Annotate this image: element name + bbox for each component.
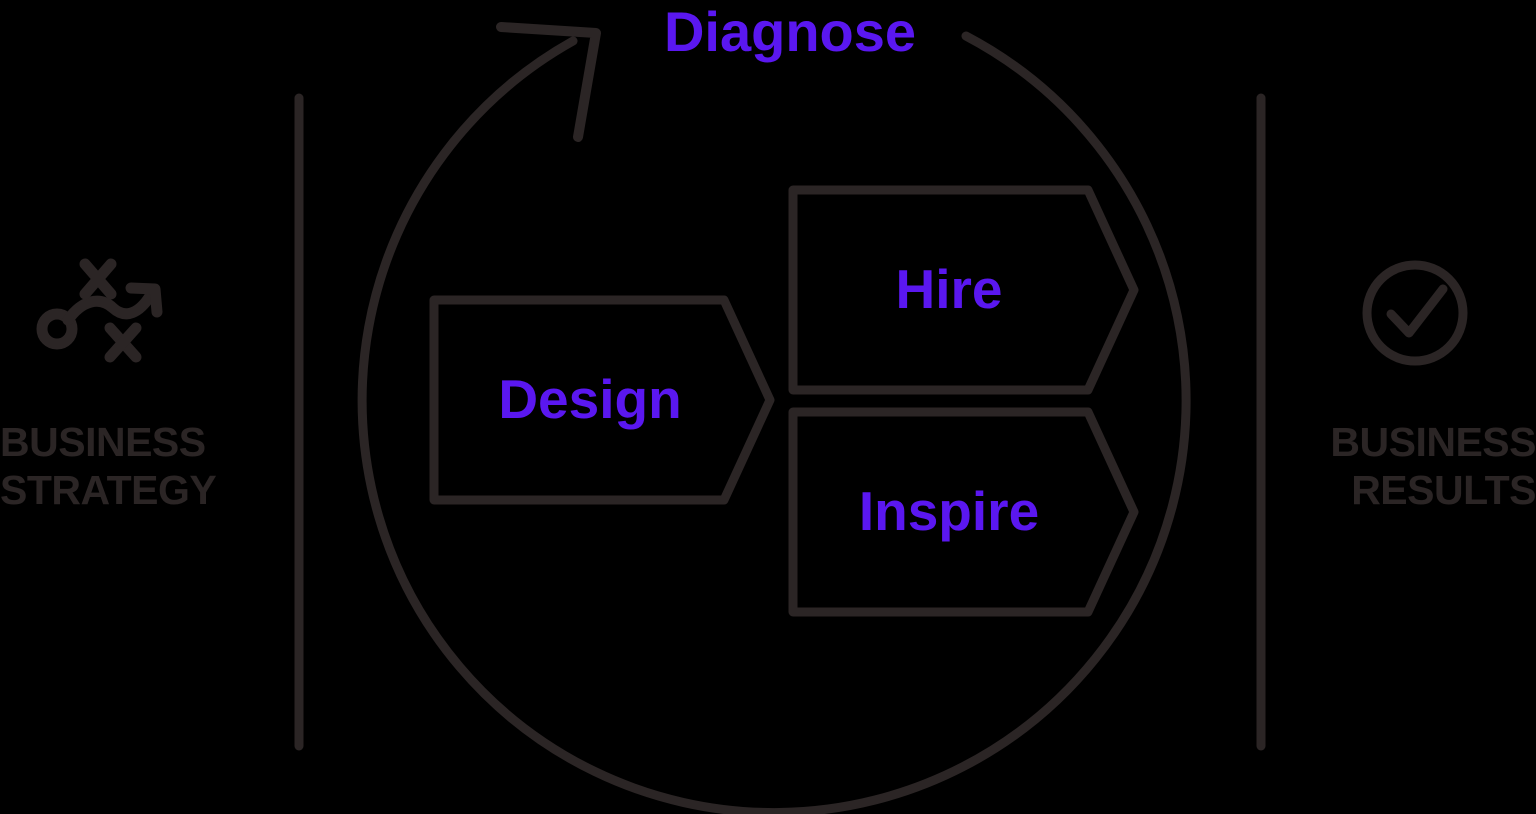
strategy-arrow-icon <box>36 258 163 363</box>
hire-chevron-shape[interactable] <box>788 185 1139 395</box>
right-pillar-label: BUSINESS RESULTS <box>1330 419 1536 513</box>
stage-label-inspire: Inspire <box>858 480 1040 542</box>
inspire-chevron-shape[interactable] <box>788 407 1139 617</box>
cycle-arc <box>357 31 1191 814</box>
cycle-arrowhead <box>496 22 601 142</box>
check-circle-icon <box>1362 260 1468 366</box>
left-pillar-label: BUSINESS STRATEGY <box>0 419 217 513</box>
stage-label-design: Design <box>498 368 682 430</box>
cycle-top-label: Diagnose <box>663 0 917 63</box>
design-chevron-shape[interactable] <box>429 295 775 505</box>
stage-label-hire: Hire <box>895 258 1003 320</box>
